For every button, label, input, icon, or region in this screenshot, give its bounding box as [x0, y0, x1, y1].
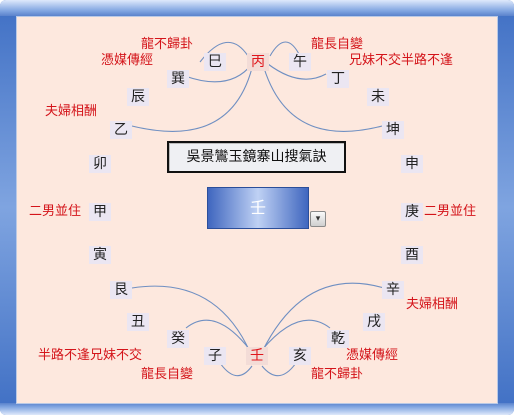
note-long-zhang-zi-bian-bottom: 龍長自變	[141, 367, 194, 382]
direction-zi: 子	[204, 347, 226, 365]
direction-mao: 卯	[89, 155, 111, 173]
direction-geng: 庚	[401, 203, 423, 221]
direction-xu: 戌	[363, 313, 385, 331]
note-long-zhang-zi-bian-top: 龍長自變	[311, 37, 364, 52]
direction-xin: 辛	[382, 281, 404, 299]
direction-ren: 壬	[246, 347, 268, 365]
direction-gen: 艮	[110, 281, 132, 299]
direction-chen: 辰	[127, 88, 149, 106]
note-er-nan-bing-zhu-left: 二男並住	[29, 204, 82, 219]
direction-ding: 丁	[327, 70, 349, 88]
note-long-bu-gui-gua-bottom: 龍不歸卦	[311, 367, 364, 382]
direction-hai: 亥	[289, 347, 311, 365]
direction-yin: 寅	[89, 246, 111, 264]
direction-gui: 癸	[167, 330, 189, 348]
direction-wei: 未	[367, 88, 389, 106]
direction-yi: 乙	[110, 121, 132, 139]
direction-si: 巳	[204, 53, 226, 71]
direction-kun: 坤	[382, 121, 404, 139]
page-title: 吳景鸞玉鏡寨山搜氣訣	[167, 141, 346, 173]
note-ban-lu-bu-feng-bottom: 半路不逢兄妹不交	[38, 348, 143, 363]
direction-xun: 巽	[167, 70, 189, 88]
note-fu-fu-xiang-chou-right: 夫婦相酬	[406, 297, 459, 312]
mountain-selector-value[interactable]: 壬	[207, 187, 309, 229]
note-ping-mei-chuan-xing-top: 憑媒傳經	[101, 53, 154, 68]
direction-you: 酉	[401, 246, 423, 264]
chevron-down-icon[interactable]: ▾	[310, 211, 326, 227]
direction-wu: 午	[289, 53, 311, 71]
note-long-bu-gui-gua-top: 龍不歸卦	[141, 37, 194, 52]
note-fu-fu-xiang-chou-left: 夫婦相酬	[45, 104, 98, 119]
direction-chou: 丑	[127, 313, 149, 331]
note-er-nan-bing-zhu-right: 二男並住	[424, 204, 477, 219]
direction-bing: 丙	[247, 53, 269, 71]
direction-qian: 乾	[327, 330, 349, 348]
note-ping-mei-chuan-xing-bottom: 憑媒傳經	[346, 348, 399, 363]
note-xiong-mei-bu-jiao-top: 兄妹不交半路不逢	[349, 53, 454, 68]
direction-shen: 申	[401, 155, 423, 173]
direction-jia: 甲	[89, 203, 111, 221]
